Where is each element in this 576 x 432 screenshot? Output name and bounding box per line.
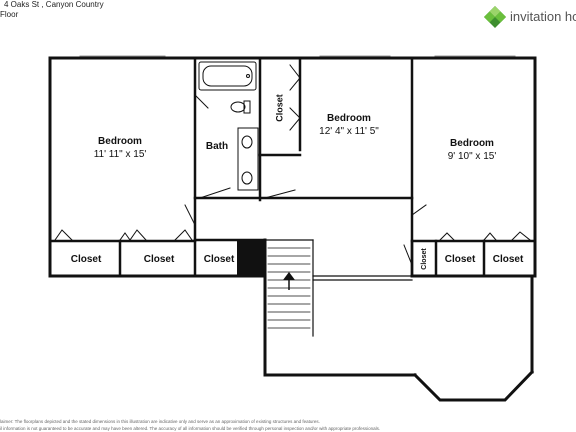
vanity [237, 127, 259, 191]
closet-label-6: Closet [274, 94, 284, 122]
property-address: 4 Oaks St , Canyon Country [4, 0, 104, 9]
stair-railing [264, 239, 413, 337]
stair-post [237, 241, 265, 276]
room-dims-bedroom-right: 9' 10" x 15' [448, 151, 497, 162]
closet-label-4: Closet [445, 254, 476, 265]
disclaimer-line-1: laimer: The floorplans depicted and the … [0, 419, 320, 424]
doors [54, 64, 531, 266]
closet-label-1: Closet [71, 254, 102, 265]
brand-name: invitation hor [510, 9, 576, 24]
exterior-walls [48, 56, 537, 402]
room-name-bedroom-right: Bedroom [450, 138, 494, 149]
disclaimer-line-2: il information is not guaranteed to be a… [0, 426, 381, 431]
room-name-bath: Bath [206, 141, 228, 152]
interior-walls [48, 56, 537, 278]
stair-up-arrow [283, 272, 295, 290]
closet-label-2: Closet [144, 254, 175, 265]
invitation-logo-icon [484, 6, 506, 28]
closet-label-5: Closet [493, 254, 524, 265]
toilet [230, 100, 251, 114]
closet-label-3: Closet [204, 254, 235, 265]
room-name-bedroom-left: Bedroom [98, 136, 142, 147]
room-name-bedroom-middle: Bedroom [327, 113, 371, 124]
room-dims-bedroom-middle: 12' 4" x 11' 5" [319, 126, 379, 137]
floor-label: Floor [0, 10, 19, 19]
room-dims-bedroom-left: 11' 11" x 15' [94, 149, 147, 160]
brand-logo: invitation hor [483, 4, 576, 28]
stair-treads [267, 247, 311, 329]
bathtub [198, 61, 257, 91]
closet-label-7: Closet [421, 248, 428, 270]
